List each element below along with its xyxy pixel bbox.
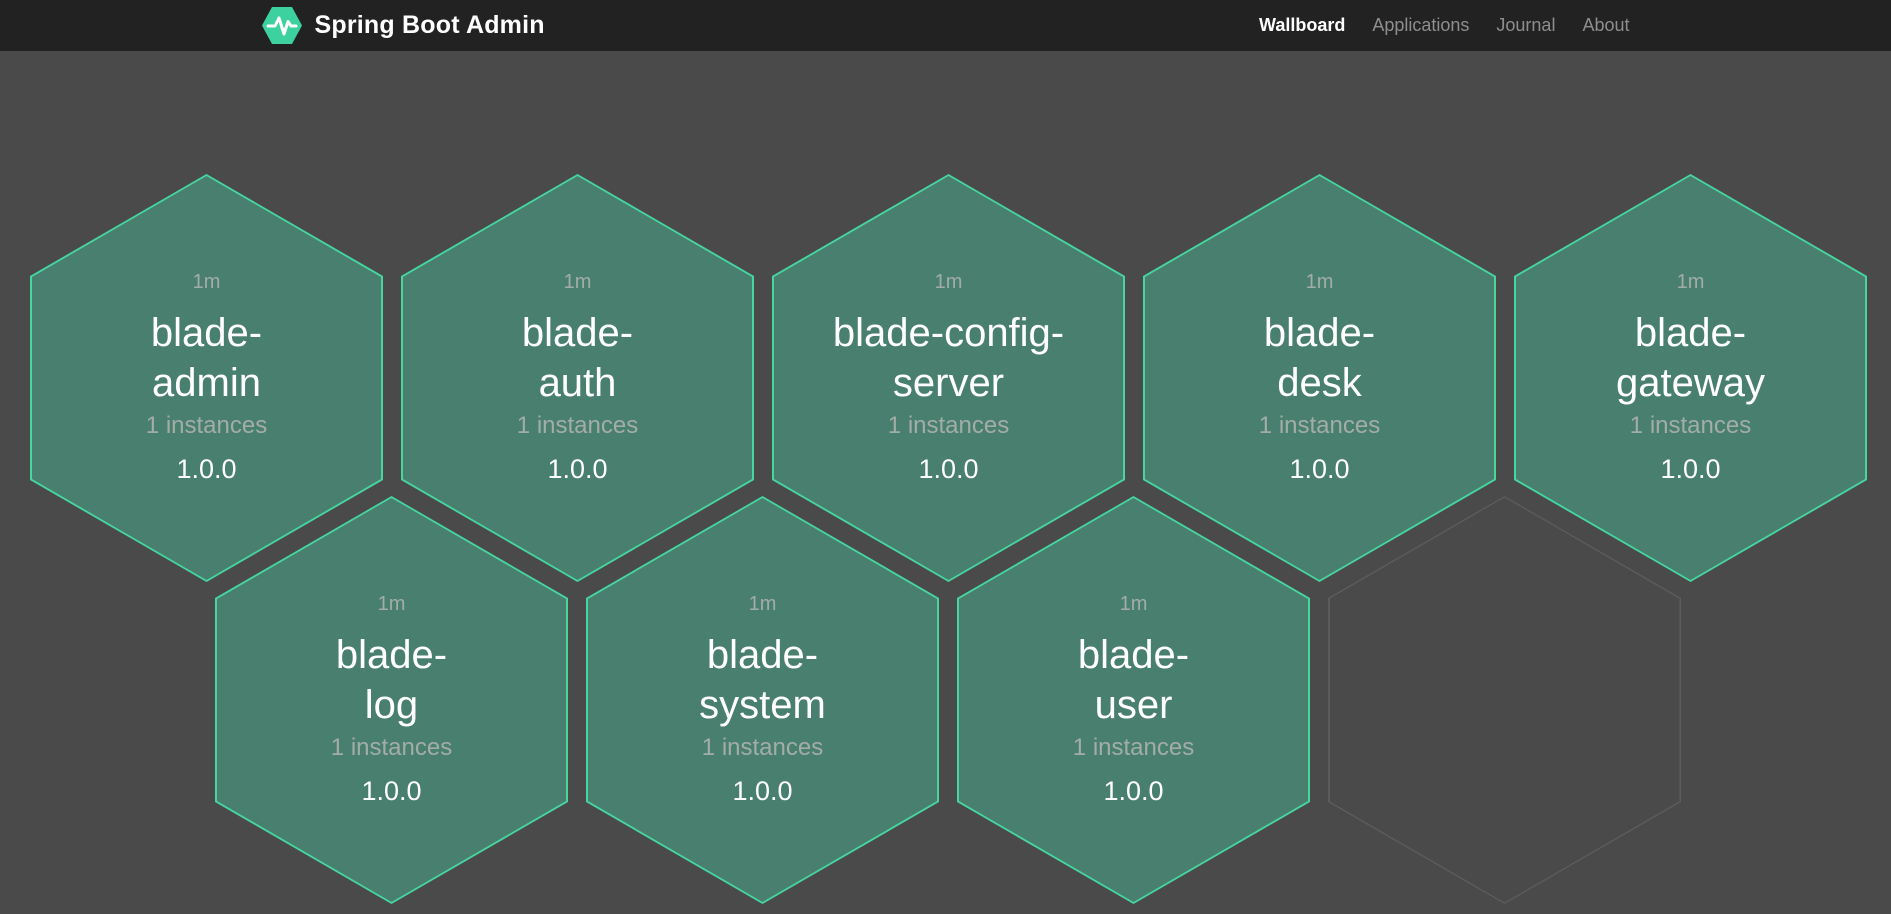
app-hexagon-blade-gateway[interactable]: 1m blade- gateway 1 instances 1.0.0 [1514,174,1867,582]
app-version: 1.0.0 [1660,454,1721,484]
app-version: 1.0.0 [176,454,237,484]
app-uptime: 1m [1119,593,1148,615]
nav-item-about[interactable]: About [1582,15,1630,35]
hexagon-content: 1m blade- auth 1 instances 1.0.0 [401,174,754,582]
app-instances: 1 instances [1258,412,1381,439]
hexagon-content: 1m blade- desk 1 instances 1.0.0 [1143,174,1496,582]
nav-item-applications[interactable]: Applications [1372,15,1470,35]
app-hexagon-blade-user[interactable]: 1m blade- user 1 instances 1.0.0 [957,496,1310,904]
main-nav: Wallboard Applications Journal About [1259,15,1630,36]
app-name: blade- auth [521,311,634,405]
app-hexagon-blade-admin[interactable]: 1m blade- admin 1 instances 1.0.0 [30,174,383,582]
hexagon-content: 1m blade- admin 1 instances 1.0.0 [30,174,383,582]
hexagon-content: 1m blade-config- server 1 instances 1.0.… [772,174,1125,582]
app-hexagon-blade-config-server[interactable]: 1m blade-config- server 1 instances 1.0.… [772,174,1125,582]
navbar-container: Spring Boot Admin Wallboard Applications… [261,0,1630,51]
app-name: blade-config- server [832,311,1065,405]
app-name: blade- admin [150,311,263,405]
app-instances: 1 instances [145,412,268,439]
app-instances: 1 instances [887,412,1010,439]
app-hexagon-blade-desk[interactable]: 1m blade- desk 1 instances 1.0.0 [1143,174,1496,582]
hexagon-content: 1m blade- log 1 instances 1.0.0 [215,496,568,904]
app-name: blade- log [335,633,448,727]
nav-item-wallboard[interactable]: Wallboard [1259,15,1346,35]
hexagon-content: 1m blade- user 1 instances 1.0.0 [957,496,1310,904]
app-hexagon-blade-log[interactable]: 1m blade- log 1 instances 1.0.0 [215,496,568,904]
app-instances: 1 instances [701,734,824,761]
app-name: blade- gateway [1616,311,1765,405]
app-uptime: 1m [1676,271,1705,293]
app-uptime: 1m [1305,271,1334,293]
spring-boot-admin-logo-icon [261,7,302,44]
app-title: Spring Boot Admin [314,11,545,39]
app-uptime: 1m [748,593,777,615]
app-name: blade- desk [1263,311,1376,405]
app-instances: 1 instances [1629,412,1752,439]
app-uptime: 1m [377,593,406,615]
app-version: 1.0.0 [547,454,608,484]
app-version: 1.0.0 [732,776,793,806]
nav-item-journal[interactable]: Journal [1496,15,1556,35]
brand-link[interactable]: Spring Boot Admin [261,7,545,44]
app-version: 1.0.0 [1289,454,1350,484]
app-name: blade- user [1077,633,1190,727]
app-name: blade- system [699,633,826,727]
hexagon-fill [1329,497,1680,903]
app-hexagon-blade-system[interactable]: 1m blade- system 1 instances 1.0.0 [586,496,939,904]
empty-hexagon-slot [1328,496,1681,904]
app-version: 1.0.0 [1103,776,1164,806]
hexagon-content: 1m blade- gateway 1 instances 1.0.0 [1514,174,1867,582]
top-navbar: Spring Boot Admin Wallboard Applications… [0,0,1891,51]
app-uptime: 1m [192,271,221,293]
app-uptime: 1m [563,271,592,293]
app-version: 1.0.0 [918,454,979,484]
app-instances: 1 instances [330,734,453,761]
app-instances: 1 instances [516,412,639,439]
app-hexagon-blade-auth[interactable]: 1m blade- auth 1 instances 1.0.0 [401,174,754,582]
hexagon-content: 1m blade- system 1 instances 1.0.0 [586,496,939,904]
app-uptime: 1m [934,271,963,293]
wallboard: 1m blade- admin 1 instances 1.0.0 1m bla… [0,51,1891,914]
app-version: 1.0.0 [361,776,422,806]
app-instances: 1 instances [1072,734,1195,761]
